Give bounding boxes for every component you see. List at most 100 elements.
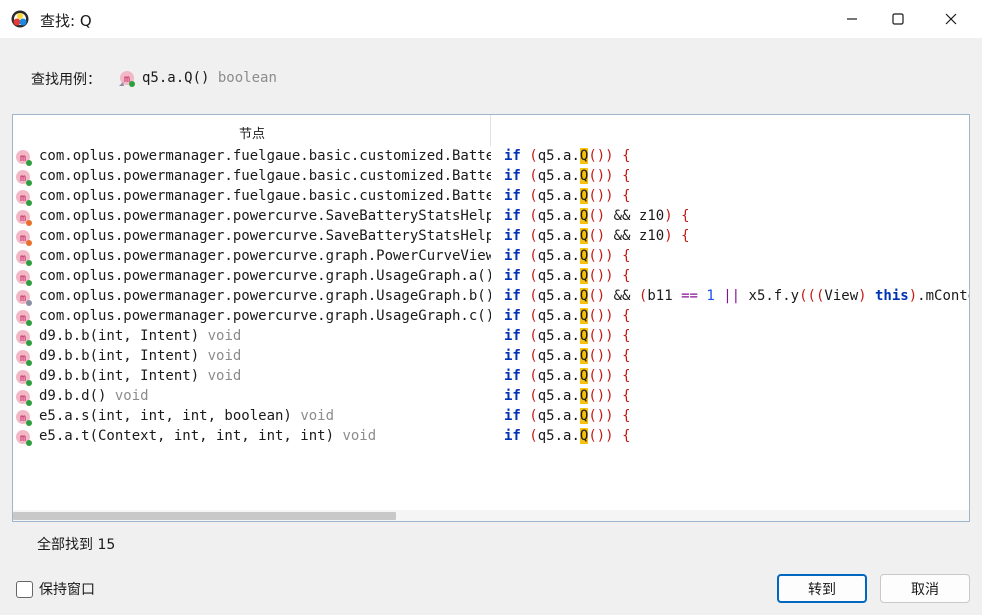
svg-text:m: m xyxy=(20,193,26,204)
node-method-name: com.oplus.powermanager.powercurve.SaveBa… xyxy=(39,208,491,224)
keep-window-option[interactable]: 保持窗口 xyxy=(16,579,95,599)
code-token: { xyxy=(622,188,631,204)
close-button[interactable] xyxy=(928,0,974,38)
code-token: { xyxy=(622,308,631,324)
code-cell[interactable]: if (q5.a.Q()) { xyxy=(504,327,969,347)
keep-window-checkbox[interactable] xyxy=(16,580,33,598)
code-cell[interactable]: if (q5.a.Q()) { xyxy=(504,167,969,187)
code-cell[interactable]: if (q5.a.Q()) { xyxy=(504,347,969,367)
node-method-name: e5.a.t(Context, int, int, int, int) xyxy=(39,428,335,444)
code-token: if xyxy=(504,308,521,324)
code-token: if xyxy=(504,248,521,264)
node-method-name: com.oplus.powermanager.fuelgaue.basic.cu… xyxy=(39,168,491,184)
table-row[interactable]: m com.oplus.powermanager.powercurve.SaveB… xyxy=(13,227,969,247)
column-header-node[interactable]: 节点 xyxy=(13,115,491,146)
method-icon: m xyxy=(15,229,33,247)
code-cell[interactable]: if (q5.a.Q()) { xyxy=(504,187,969,207)
svg-text:m: m xyxy=(20,253,26,264)
maximize-button[interactable] xyxy=(875,0,921,38)
code-cell[interactable]: if (q5.a.Q()) { xyxy=(504,427,969,447)
code-snippet: if (q5.a.Q()) { xyxy=(504,328,631,344)
code-token: ()) xyxy=(588,308,614,324)
code-token xyxy=(673,228,681,244)
code-token xyxy=(614,328,622,344)
app-logo-icon xyxy=(10,9,30,29)
code-token: ()) xyxy=(588,368,614,384)
code-token xyxy=(614,248,622,264)
code-cell[interactable]: if (q5.a.Q()) { xyxy=(504,387,969,407)
node-return-type: void xyxy=(300,408,335,424)
code-token xyxy=(614,268,622,284)
method-icon: m xyxy=(15,189,33,207)
code-token: ()) xyxy=(588,148,614,164)
horizontal-scrollbar[interactable] xyxy=(13,510,969,521)
code-cell[interactable]: if (q5.a.Q()) { xyxy=(504,307,969,327)
scrollbar-thumb[interactable] xyxy=(13,512,396,520)
cancel-button[interactable]: 取消 xyxy=(880,574,970,603)
column-header-code[interactable] xyxy=(491,115,969,146)
code-token: ( xyxy=(529,208,538,224)
code-token: q5.a. xyxy=(537,408,580,424)
code-token: this xyxy=(875,288,909,304)
code-cell[interactable]: if (q5.a.Q() && z10) { xyxy=(504,207,969,227)
code-cell[interactable]: if (q5.a.Q()) { xyxy=(504,247,969,267)
code-cell[interactable]: if (q5.a.Q()) { xyxy=(504,407,969,427)
node-cell[interactable]: m com.oplus.powermanager.powercurve.SaveB… xyxy=(13,227,491,247)
code-token: if xyxy=(504,388,521,404)
match-highlight: Q xyxy=(579,328,589,344)
code-token: if xyxy=(504,168,521,184)
code-token: q5.a. xyxy=(537,368,580,384)
code-token: ) xyxy=(664,208,673,224)
code-snippet: if (q5.a.Q()) { xyxy=(504,248,631,264)
node-method-name: d9.b.d() xyxy=(39,388,107,404)
minimize-button[interactable] xyxy=(829,0,875,38)
goto-button[interactable]: 转到 xyxy=(777,574,867,603)
code-cell[interactable]: if (q5.a.Q()) { xyxy=(504,147,969,167)
code-cell[interactable]: if (q5.a.Q()) { xyxy=(504,267,969,287)
code-token: { xyxy=(622,248,631,264)
code-snippet: if (q5.a.Q()) { xyxy=(504,308,631,324)
code-token: && z10 xyxy=(605,208,665,224)
code-token: q5.a. xyxy=(537,388,580,404)
code-token: ()) xyxy=(588,328,614,344)
code-token: ( xyxy=(529,328,538,344)
code-token: ( xyxy=(529,388,538,404)
code-token: b11 xyxy=(647,288,682,304)
node-method-name: com.oplus.powermanager.powercurve.SaveBa… xyxy=(39,228,491,244)
code-cell[interactable]: if (q5.a.Q() && (b11 == 1 || x5.f.y(((Vi… xyxy=(504,287,969,307)
code-cell[interactable]: if (q5.a.Q() && z10) { xyxy=(504,227,969,247)
node-text: e5.a.t(Context, int, int, int, int) void xyxy=(39,428,376,444)
code-cell[interactable]: if (q5.a.Q()) { xyxy=(504,367,969,387)
code-snippet: if (q5.a.Q() && z10) { xyxy=(504,208,690,224)
node-text: com.oplus.powermanager.powercurve.SaveBa… xyxy=(39,208,491,224)
